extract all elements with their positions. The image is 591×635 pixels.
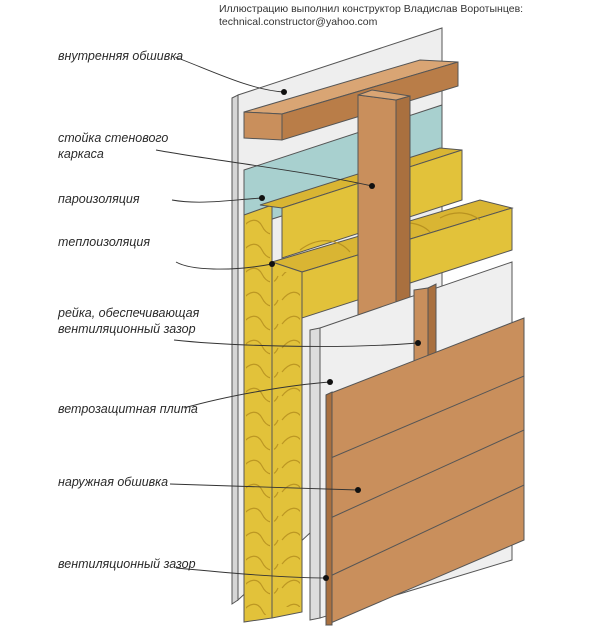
author-credit: Иллюстрацию выполнил конструктор Владисл… xyxy=(219,3,589,29)
label-line: ветрозащитная плита xyxy=(58,402,198,416)
frame-stud-top xyxy=(357,89,411,101)
label-line: стойка стенового xyxy=(58,131,169,145)
label-line: каркаса xyxy=(58,147,104,161)
label-line: вентиляционный зазор xyxy=(58,322,196,336)
label-line: внутренняя обшивка xyxy=(58,49,184,63)
label-outer-cladding: наружная обшивка xyxy=(58,474,168,490)
label-vent-gap: вентиляционный зазор xyxy=(58,556,196,572)
top-batten-front xyxy=(243,111,283,141)
label-insulation: теплоизоляция xyxy=(58,234,150,250)
label-line: теплоизоляция xyxy=(58,235,151,249)
leader-lines xyxy=(155,56,419,579)
leader-dots xyxy=(259,89,421,581)
label-vapor-barrier: пароизоляция xyxy=(58,191,140,207)
wind-board-edge xyxy=(309,327,321,621)
credit-line-2: technical.constructor@yahoo.com xyxy=(219,16,378,28)
label-frame-stud: стойка стенового каркаса xyxy=(58,130,168,162)
outer-cladding-boards xyxy=(325,317,525,626)
label-line: рейка, обеспечивающая xyxy=(58,306,200,320)
label-line: вентиляционный зазор xyxy=(58,557,196,571)
inner-cladding-edge xyxy=(231,94,239,605)
credit-line-1: Иллюстрацию выполнил конструктор Владисл… xyxy=(219,3,524,15)
label-inner-cladding: внутренняя обшивка xyxy=(58,48,183,64)
label-line: наружная обшивка xyxy=(58,475,169,489)
label-line: пароизоляция xyxy=(58,192,140,206)
label-wind-board: ветрозащитная плита xyxy=(58,401,198,417)
label-vent-batten: рейка, обеспечивающая вентиляционный заз… xyxy=(58,305,199,337)
